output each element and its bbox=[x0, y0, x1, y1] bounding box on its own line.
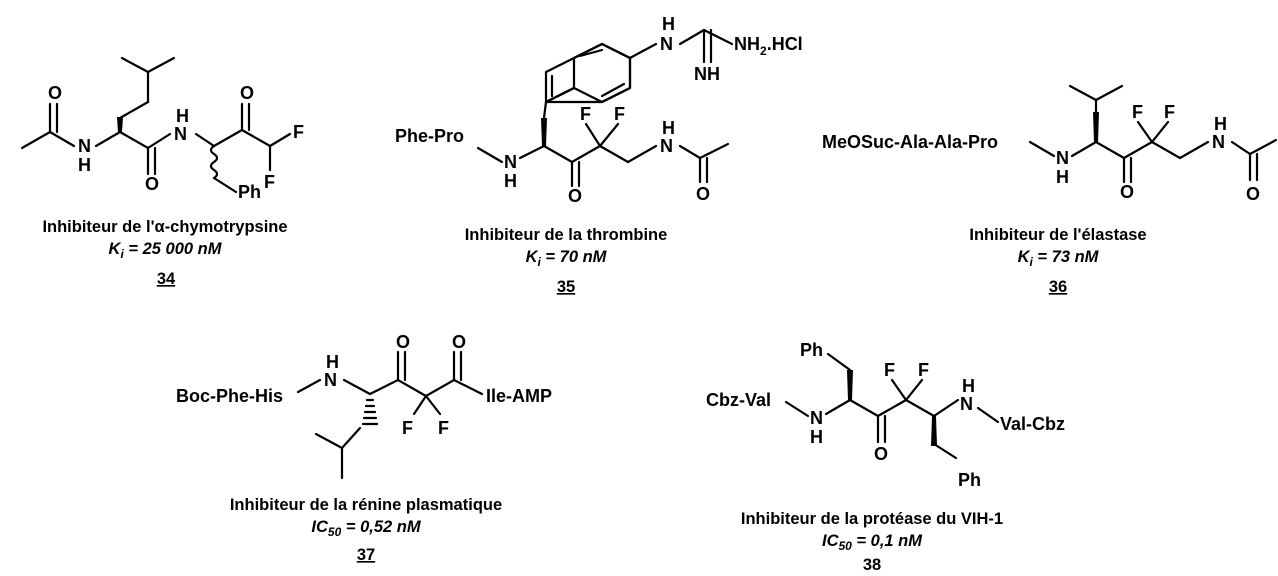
compound-35-atoms: Phe-Pro N H O F F H N O H N NH2.HCl NH bbox=[395, 14, 803, 206]
compound-38-atoms: Ph Cbz-Val N H O F F H N Val-Cbz Ph bbox=[706, 340, 1065, 490]
compound-38-atom-n2: N bbox=[960, 394, 973, 414]
compound-38-atom-ph1: Ph bbox=[800, 340, 823, 360]
compound-38-atom-f2: F bbox=[918, 360, 929, 380]
compound-38-atom-h1: H bbox=[810, 427, 823, 447]
compound-38-bonds bbox=[784, 352, 1000, 460]
compound-34-atoms: O N H H N O O F F Ph bbox=[48, 83, 304, 202]
compound-35-wedge bbox=[541, 118, 547, 146]
compound-37-number: 37 bbox=[357, 546, 375, 564]
compound-38-activity: IC50 = 0,1 nM bbox=[822, 532, 923, 553]
compound-34-number: 34 bbox=[157, 270, 176, 288]
compound-36-atom-h1: H bbox=[1056, 167, 1069, 187]
compound-36-atom-n1: N bbox=[1056, 148, 1069, 168]
compound-38-wedge-1 bbox=[847, 370, 853, 400]
compound-34-atom-f2: F bbox=[264, 172, 275, 192]
compound-37-atom-n1: N bbox=[324, 370, 337, 390]
compound-36-atom-o1: O bbox=[1120, 182, 1134, 202]
compound-36-atom-f2: F bbox=[1164, 102, 1175, 122]
compound-36-bonds bbox=[1028, 84, 1278, 184]
compound-36-atom-h2: H bbox=[1214, 114, 1227, 134]
compound-34-atom-o3: O bbox=[240, 83, 254, 103]
compound-34-activity: Ki = 25 000 nM bbox=[109, 240, 223, 261]
compound-35-prefix: Phe-Pro bbox=[395, 126, 464, 146]
compound-36-atoms: MeOSuc-Ala-Ala-Pro N H O F F H N O bbox=[822, 102, 1260, 204]
compound-35-atom-f2: F bbox=[614, 104, 625, 124]
compound-37-caption: Inhibiteur de la rénine plasmatique bbox=[230, 496, 502, 514]
compound-35-activity: Ki = 70 nM bbox=[526, 248, 608, 269]
compound-34-atom-ph: Ph bbox=[238, 182, 261, 202]
compound-37-hash-bond bbox=[361, 398, 379, 426]
compound-38: Ph Cbz-Val N H O F F H N Val-Cbz Ph Inhi… bbox=[706, 340, 1065, 574]
compound-38-atom-ph2: Ph bbox=[958, 470, 981, 490]
compound-38-caption: Inhibiteur de la protéase du VIH-1 bbox=[741, 510, 1003, 528]
compound-35-atom-h2: H bbox=[662, 118, 675, 138]
compound-34-atom-f1: F bbox=[293, 122, 304, 142]
compound-37-atom-f2: F bbox=[438, 418, 449, 438]
compound-38-wedge-2 bbox=[931, 416, 937, 446]
compound-35-atom-f1: F bbox=[580, 104, 591, 124]
compound-38-atom-n1: N bbox=[810, 408, 823, 428]
compound-34-atom-o2: O bbox=[145, 174, 159, 194]
compound-37-atom-f1: F bbox=[402, 418, 413, 438]
compound-36: MeOSuc-Ala-Ala-Pro N H O F F H N O Inhib… bbox=[822, 84, 1278, 296]
compound-37-atom-o1: O bbox=[396, 332, 410, 352]
compound-38-prefix: Cbz-Val bbox=[706, 390, 771, 410]
compound-36-prefix: MeOSuc-Ala-Ala-Pro bbox=[822, 132, 998, 152]
compound-35-number: 35 bbox=[557, 278, 575, 296]
compound-35-atom-n2: N bbox=[660, 136, 673, 156]
compound-35-atom-n1: N bbox=[504, 152, 517, 172]
compound-38-suffix: Val-Cbz bbox=[1000, 414, 1065, 434]
compound-36-activity: Ki = 73 nM bbox=[1018, 248, 1100, 269]
compound-37-prefix: Boc-Phe-His bbox=[176, 386, 283, 406]
compound-34-bonds bbox=[20, 56, 292, 194]
compound-35-atom-nh2: NH2.HCl bbox=[734, 34, 803, 58]
compound-34-caption: Inhibiteur de l'α-chymotrypsine bbox=[42, 218, 287, 236]
compound-34-atom-h2: H bbox=[176, 106, 189, 126]
compound-36-number: 36 bbox=[1049, 278, 1067, 296]
compound-37-suffix: Ile-AMP bbox=[486, 386, 552, 406]
compound-36-atom-f1: F bbox=[1132, 102, 1143, 122]
compound-38-atom-o1: O bbox=[874, 444, 888, 464]
compound-37-atom-h1: H bbox=[326, 352, 339, 372]
compound-36-caption: Inhibiteur de l'élastase bbox=[969, 226, 1146, 244]
compound-36-wedge bbox=[1093, 112, 1099, 142]
compound-35-bonds bbox=[476, 28, 734, 188]
compound-38-atom-f1: F bbox=[884, 360, 895, 380]
compound-37-atoms: Boc-Phe-His H N O O Ile-AMP F F bbox=[176, 332, 552, 438]
compound-37-atom-o2: O bbox=[452, 332, 466, 352]
compound-35-atom-h3: H bbox=[662, 14, 675, 34]
compound-35-caption: Inhibiteur de la thrombine bbox=[465, 226, 668, 244]
compound-35-atom-nh: NH bbox=[694, 64, 720, 84]
compound-35-atom-h1: H bbox=[504, 171, 517, 191]
compound-37-activity: IC50 = 0,52 nM bbox=[311, 518, 421, 539]
compound-34-atom-n1: N bbox=[78, 136, 91, 156]
compound-34: O N H H N O O F F Ph Inhibiteur de l'α-c… bbox=[20, 56, 304, 288]
compound-36-atom-o2: O bbox=[1246, 184, 1260, 204]
compound-34-atom-h1: H bbox=[78, 155, 91, 175]
compound-34-atom-o1: O bbox=[48, 83, 62, 103]
compound-35-atom-o2: O bbox=[696, 184, 710, 204]
compound-37-bonds bbox=[296, 350, 484, 480]
compound-35-atom-o1: O bbox=[568, 186, 582, 206]
compound-35-atom-n3: N bbox=[660, 34, 673, 54]
compound-38-atom-h2: H bbox=[962, 376, 975, 396]
compound-36-atom-n2: N bbox=[1212, 132, 1225, 152]
compound-38-number: 38 bbox=[863, 556, 881, 574]
compound-34-atom-n2: N bbox=[174, 124, 187, 144]
compound-34-wedge bbox=[117, 117, 123, 132]
compound-35: Phe-Pro N H O F F H N O H N NH2.HCl NH I… bbox=[395, 14, 803, 296]
compound-37: Boc-Phe-His H N O O Ile-AMP F F Inhibite… bbox=[176, 332, 552, 564]
